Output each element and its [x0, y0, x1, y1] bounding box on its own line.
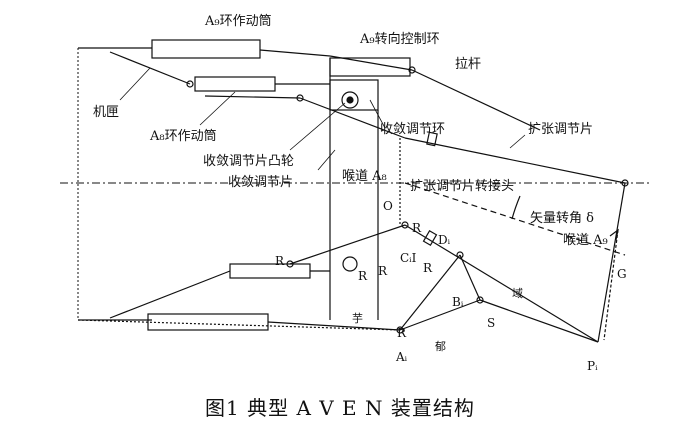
label-mark-yu: 域: [512, 287, 523, 300]
joint-block-upper: [426, 131, 438, 147]
label-point-G: G: [617, 267, 627, 281]
label-casing: 机匣: [93, 105, 119, 120]
a9-control-ring: [329, 57, 411, 77]
label-throat-a8: 喉道 A₈: [342, 169, 387, 184]
conv-cam-housing: [329, 79, 379, 111]
casing-strut-lower-2: [289, 224, 406, 265]
exit-plane: [597, 182, 626, 343]
vector-angle-arc: [511, 195, 521, 220]
leader-conv-ring: [369, 99, 386, 129]
label-point-Di: Dᵢ: [438, 233, 451, 247]
leader-casing: [119, 67, 151, 101]
label-point-O: O: [383, 199, 393, 213]
label-pull-rod: 拉杆: [455, 57, 481, 72]
label-mark-yu2: 芋: [352, 312, 363, 325]
pivot-lower-R: [286, 260, 294, 268]
label-conv-flap: 收敛调节片: [228, 174, 293, 190]
leader-conv-flap: [317, 149, 336, 171]
exit-dim-line: [603, 229, 619, 341]
label-mark-yu3: 郁: [435, 339, 446, 353]
label-conv-ring: 收敛调节环: [380, 121, 445, 137]
label-point-Ai: Aᵢ: [395, 350, 408, 364]
a8-actuator-top-body: [194, 76, 276, 92]
pivot-upper-mid: [296, 94, 304, 102]
pivot-R-low: [401, 221, 409, 229]
label-point-Pi: Pᵢ: [587, 359, 598, 373]
a9-actuator-top-body: [151, 39, 261, 59]
label-throat-a9: 喉道 A₉: [563, 233, 608, 248]
label-a9-ring: A₉转向控制环: [359, 31, 440, 47]
link-top-mid: [299, 97, 406, 139]
vector-line: [404, 182, 626, 256]
a8-low-cam: [342, 256, 358, 272]
a9-actuator-low-body: [147, 313, 269, 331]
label-conv-cam: 收敛调节片凸轮: [203, 153, 294, 169]
label-point-S: S: [487, 316, 495, 330]
conv-cam-roller: [341, 91, 359, 109]
casing-strut-lower-1: [109, 270, 231, 319]
div-flap-upper: [404, 137, 626, 184]
link-lower-Bi: [399, 254, 461, 331]
a9-actuator-top-rod: [259, 49, 331, 57]
dotted-frame-lower: [77, 319, 401, 331]
label-vector-angle: 矢量转角 δ: [530, 211, 594, 226]
exit-dim-arrow-top: [609, 228, 619, 241]
joint-block-lower: [422, 229, 438, 247]
a8-top-pivot-left: [186, 80, 194, 88]
pivot-S: [476, 296, 484, 304]
casing-strut-upper-2: [204, 95, 301, 99]
label-a9-actuator: A₉环作动筒: [204, 13, 272, 29]
label-point-R-lower: R: [275, 254, 285, 268]
a8-actuator-low-body: [229, 263, 311, 279]
a9-low-rod: [267, 321, 401, 331]
label-point-CiI: CᵢI: [400, 251, 417, 265]
leader-cam: [289, 102, 346, 151]
link-Bi-S: [459, 254, 481, 301]
label-point-Ri: R: [423, 261, 433, 275]
label-div-flap: 扩张调节片: [528, 122, 593, 137]
leader-a8: [199, 91, 236, 126]
pivot-Bi: [456, 251, 464, 259]
link-lower-S: [399, 299, 481, 331]
label-point-R-bottom: R: [397, 326, 407, 340]
div-flap-lower: [404, 224, 599, 343]
link-S-right: [479, 299, 599, 343]
label-a8-actuator: A₈环作动筒: [149, 128, 217, 144]
label-point-R-mid2: R: [378, 264, 388, 278]
label-div-joint: 扩张调节片转接头: [410, 178, 514, 194]
label-point-Bi: Bᵢ: [452, 295, 464, 309]
figure-caption: 图1 典型 A V E N 装置结构: [205, 396, 475, 420]
conv-cam-center: [346, 96, 354, 104]
a9-top-pivot: [408, 66, 416, 74]
pull-rod: [411, 69, 541, 131]
label-point-R-mid1: R: [358, 269, 368, 283]
label-point-R1: R: [412, 221, 422, 235]
pivot-bottom-R: [396, 326, 404, 334]
exit-top-pivot: [621, 179, 629, 187]
leader-div-flap: [509, 134, 526, 149]
